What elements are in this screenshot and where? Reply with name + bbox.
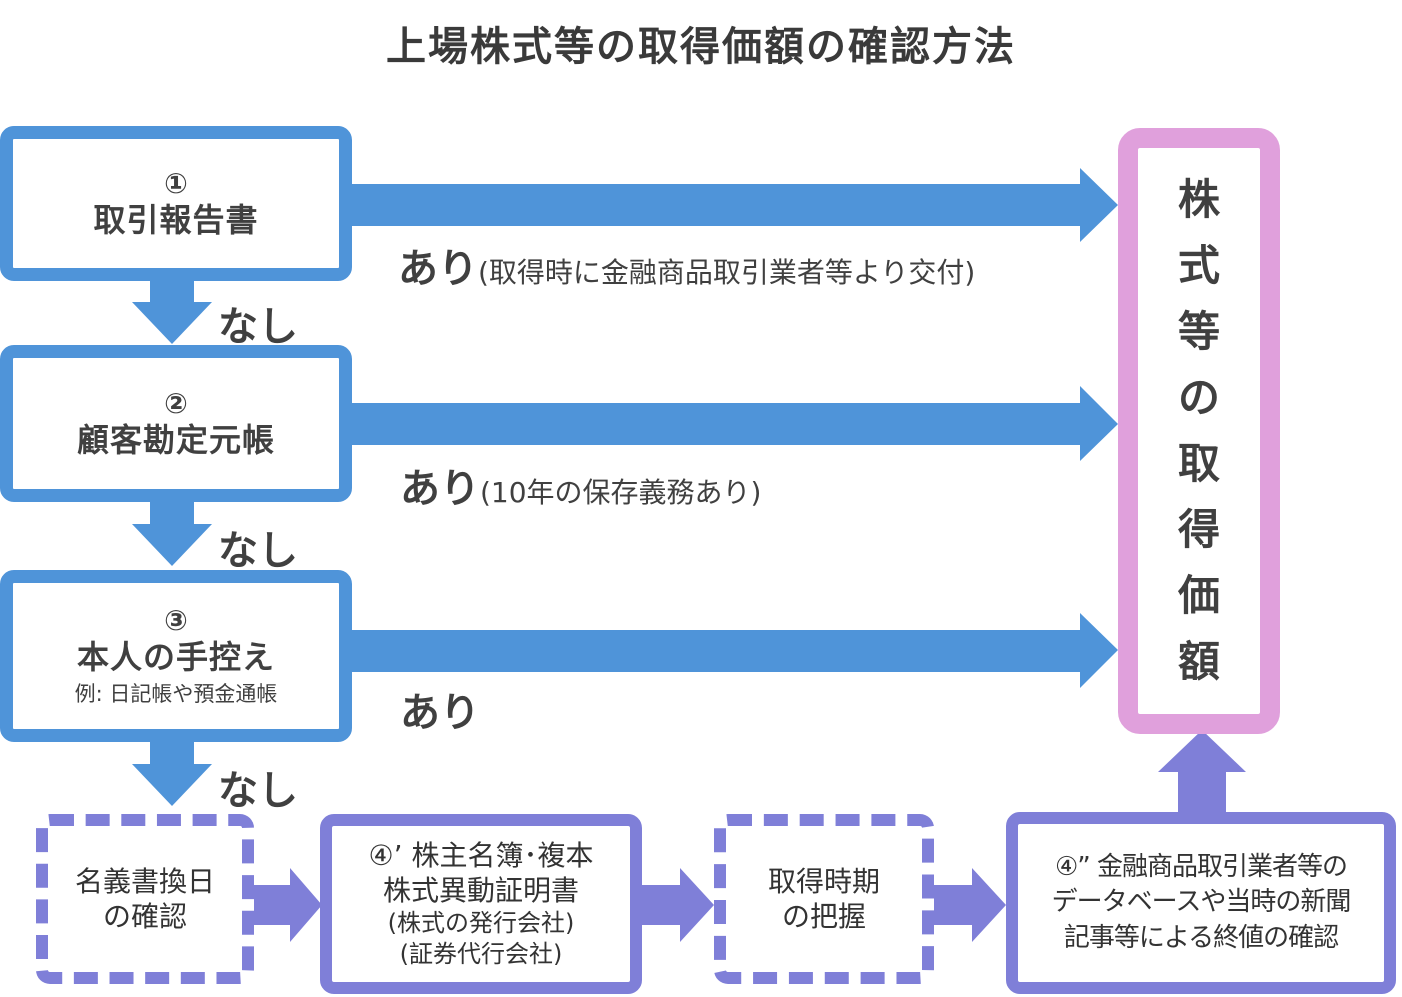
bottom-box4-line1: ④” 金融商品取引業者等の	[1054, 852, 1348, 883]
step3-label: 本人の手控え	[76, 638, 275, 677]
arrow-up	[1158, 730, 1246, 812]
step1-label: 取引報告書	[93, 201, 259, 240]
arrow-step1-right	[340, 168, 1118, 242]
step1-result-note: (取得時に金融商品取引業者等より交付)	[478, 256, 976, 289]
arrow-bottom-1	[250, 868, 322, 942]
page-title: 上場株式等の取得価額の確認方法	[386, 24, 1016, 70]
step1-number: ①	[164, 166, 188, 200]
arrow-down-3	[132, 740, 212, 806]
step2-label: 顧客勘定元帳	[76, 421, 275, 460]
step1-result-main: あり	[398, 246, 478, 292]
bottom-box3-line1: 取得時期	[767, 865, 880, 898]
step2-box: ② 顧客勘定元帳	[0, 345, 352, 502]
target-label: 株式等の取得価額	[1177, 175, 1220, 686]
bottom-box3-line2: の把握	[781, 900, 866, 933]
bottom-box2-line1: ④’ 株主名簿･複本	[368, 838, 594, 872]
none-label-2: なし	[218, 528, 298, 574]
bottom-box-acquisition-period: 取得時期 の把握	[714, 814, 934, 984]
step3-box: ③ 本人の手控え 例: 日記帳や預金通帳	[0, 570, 352, 742]
bottom-box2-line3: (株式の発行会社)	[387, 908, 575, 937]
bottom-box-shareholder-register: ④’ 株主名簿･複本 株式異動証明書 (株式の発行会社) (証券代行会社)	[320, 814, 642, 994]
none-label-3: なし	[218, 768, 298, 814]
target-box: 株式等の取得価額	[1118, 128, 1280, 734]
step1-box: ① 取引報告書	[0, 126, 352, 281]
bottom-box2-line4: (証券代行会社)	[399, 940, 563, 968]
step3-result: あり	[400, 680, 480, 738]
bottom-box-register-date: 名義書換日 の確認	[36, 814, 254, 984]
bottom-box4-line2: データベースや当時の新聞	[1051, 887, 1352, 918]
step2-result: あり(10年の保存義務あり)	[400, 456, 761, 514]
step2-result-note: (10年の保存義務あり)	[480, 476, 762, 509]
step3-result-main: あり	[400, 690, 480, 736]
bottom-box1-line2: の確認	[102, 900, 187, 933]
none-label-1: なし	[218, 304, 298, 350]
step2-number: ②	[164, 386, 188, 420]
bottom-box4-line3: 記事等による終値の確認	[1063, 922, 1339, 953]
step1-result: あり(取得時に金融商品取引業者等より交付)	[398, 236, 975, 294]
arrow-down-1	[132, 280, 212, 344]
step2-result-main: あり	[400, 466, 480, 512]
bottom-box1-line1: 名義書換日	[74, 865, 215, 898]
step3-number: ③	[164, 603, 188, 637]
bottom-box2-line2: 株式異動証明書	[382, 873, 579, 907]
arrow-bottom-3	[930, 868, 1006, 942]
arrow-step2-right	[340, 386, 1118, 461]
bottom-box-closing-price: ④” 金融商品取引業者等の データベースや当時の新聞 記事等による終値の確認	[1006, 812, 1396, 994]
arrow-down-2	[132, 500, 212, 566]
arrow-step3-right	[340, 613, 1118, 688]
arrow-bottom-2	[638, 868, 714, 942]
step3-note: 例: 日記帳や預金通帳	[74, 682, 278, 707]
